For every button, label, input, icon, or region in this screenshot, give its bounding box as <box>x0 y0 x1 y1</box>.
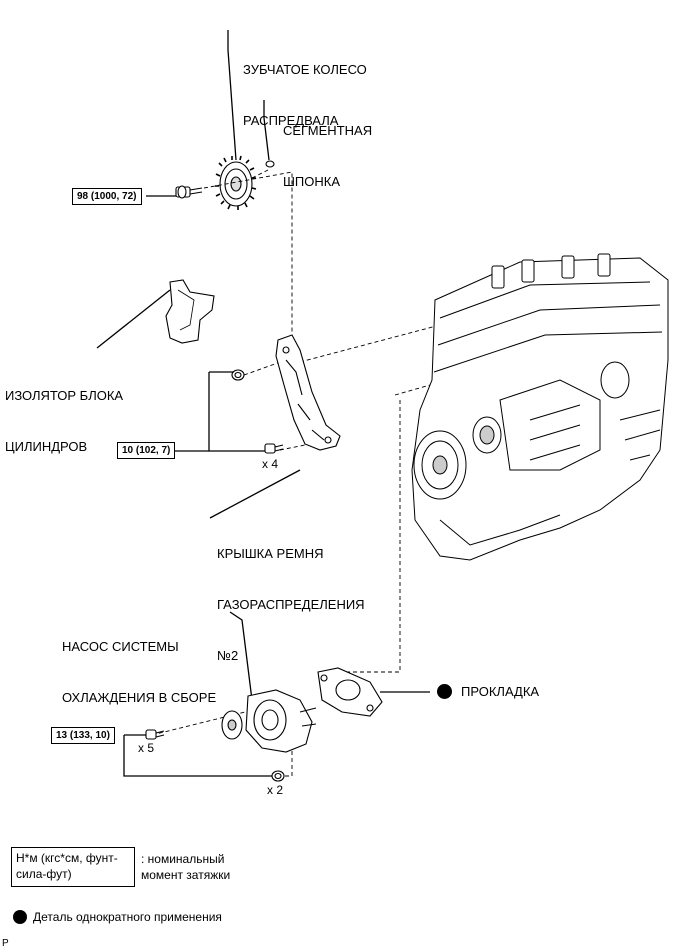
label-water-pump: НАСОС СИСТЕМЫ ОХЛАЖДЕНИЯ В СБОРЕ <box>62 604 216 723</box>
torque-camshaft-bolt: 98 (1000, 72) <box>72 188 142 205</box>
label-camshaft-gear-line1: ЗУБЧАТОЕ КОЛЕСО <box>243 62 367 77</box>
qty-pump-nuts: x 2 <box>267 783 284 797</box>
cover-nut-icon <box>231 369 245 381</box>
water-pump-icon <box>221 689 317 753</box>
footer-code: P <box>2 938 9 949</box>
insulator-icon <box>165 279 215 344</box>
label-camshaft-gear-line2: РАСПРЕДВАЛА <box>243 113 339 128</box>
label-segment-key-line1: СЕГМЕНТНАЯ <box>283 123 373 138</box>
label-gasket: ПРОКЛАДКА <box>461 684 540 699</box>
camshaft-bolt-icon <box>175 185 203 199</box>
qty-pump-bolts: x 5 <box>138 741 155 755</box>
legend-torque-desc: : номинальный момент затяжки <box>141 851 230 883</box>
torque-cover-bolts: 10 (102, 7) <box>117 442 176 459</box>
label-cover-line1: КРЫШКА РЕМНЯ <box>217 546 324 561</box>
gasket-icon <box>317 667 383 717</box>
engine-icon <box>411 253 669 561</box>
legend-torque-units-line1: Н*м (кгс*см, фунт- <box>16 851 118 865</box>
cover-bolt-icon <box>264 443 284 454</box>
label-insulator-line2: ЦИЛИНДРОВ <box>5 439 88 454</box>
segment-key-icon <box>265 160 275 168</box>
label-cover-line2: ГАЗОРАСПРЕДЕЛЕНИЯ <box>217 597 365 612</box>
label-pump-line1: НАСОС СИСТЕМЫ <box>62 639 179 654</box>
label-pump-line2: ОХЛАЖДЕНИЯ В СБОРЕ <box>62 690 217 705</box>
legend-torque-units: Н*м (кгс*см, фунт- сила-фут) <box>11 847 135 887</box>
legend-non-reusable-dot-icon <box>13 910 27 924</box>
label-segment-key-line2: ШПОНКА <box>283 174 341 189</box>
leader-lines <box>96 30 430 777</box>
pump-nut-icon <box>271 770 285 782</box>
camshaft-gear-icon <box>215 155 257 210</box>
label-insulator-line1: ИЗОЛЯТОР БЛОКА <box>5 388 124 403</box>
torque-pump-bolts: 13 (133, 10) <box>51 727 115 744</box>
legend-torque-units-line2: сила-фут) <box>16 867 72 881</box>
qty-cover-bolts: x 4 <box>262 457 279 471</box>
pump-bolt-icon <box>145 729 165 740</box>
legend-torque-desc-line1: : номинальный <box>141 852 225 866</box>
label-segment-key: СЕГМЕНТНАЯ ШПОНКА <box>283 88 372 207</box>
non-reusable-dot-icon <box>437 684 452 699</box>
legend-non-reusable: Деталь однократного применения <box>33 910 222 924</box>
legend-torque-desc-line2: момент затяжки <box>141 868 231 882</box>
label-timing-belt-cover: КРЫШКА РЕМНЯ ГАЗОРАСПРЕДЕЛЕНИЯ №2 <box>217 511 365 681</box>
timing-belt-cover-icon <box>275 334 341 451</box>
label-cylinder-block-insulator: ИЗОЛЯТОР БЛОКА ЦИЛИНДРОВ <box>5 353 123 472</box>
label-camshaft-gear: ЗУБЧАТОЕ КОЛЕСО РАСПРЕДВАЛА <box>243 27 367 146</box>
label-cover-line3: №2 <box>217 648 239 663</box>
